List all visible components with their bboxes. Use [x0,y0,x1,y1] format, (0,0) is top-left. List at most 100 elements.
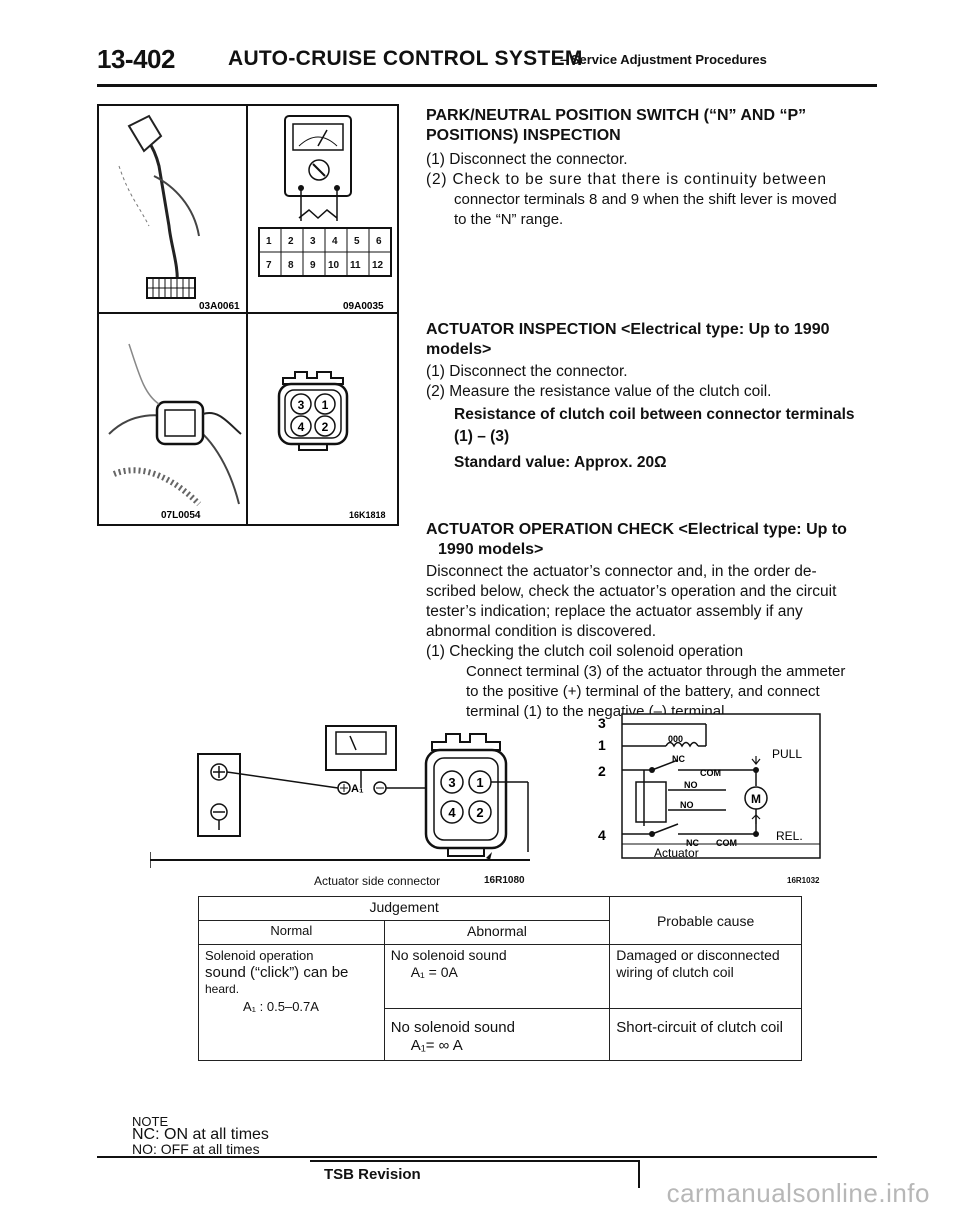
normal-cell: Solenoid operation sound (“click”) can b… [198,944,385,1061]
actuator-inspection-heading-2: models> [426,341,492,358]
actuator-inspection-step-1: (1) Disconnect the connector. [426,363,628,380]
fig1-terminal: 9 [310,260,316,271]
row1-abnormal-line: A₁ = 0A [410,964,458,980]
fig1-terminal: 12 [372,260,384,271]
ammeter-wiring-diagram: A₁ 3 1 4 2 [149,725,530,868]
fig1-terminal: 3 [310,236,316,247]
resistance-line-1: Resistance of clutch coil between connec… [454,406,855,423]
fig1-terminal: 2 [288,236,294,247]
figure-park-switch: 1 2 3 4 5 6 7 8 9 10 11 12 03A0061 09A00… [97,104,399,316]
resistance-line-2: (1) – (3) [454,428,510,445]
header-rule [97,84,877,87]
fig1-terminal: 5 [354,236,360,247]
tsb-revision-box: TSB Revision [310,1160,640,1188]
fig3-terminal: 1 [476,775,483,790]
normal-cell-line: A₁ : 0.5–0.7A [243,999,319,1014]
fig1-terminal: 10 [328,260,340,271]
fig2-terminal: 2 [322,420,329,434]
switch-label: NO [680,800,694,810]
fig1-left-code: 03A0061 [199,301,240,312]
note-title: NOTE [132,1114,169,1129]
normal-cell-line: Solenoid operation [205,948,314,963]
fig3-terminal: 4 [448,805,456,820]
footer-rule [97,1156,877,1158]
motor-label: M [751,792,761,806]
row2-cause: Short-circuit of clutch coil [609,1008,802,1061]
fig1-terminal: 11 [350,260,361,271]
fig3-caption: Actuator side connector [314,874,441,888]
actuator-operation-heading-2: 1990 models> [438,541,544,558]
figure-ammeter-wiring: A₁ 3 1 4 2 [149,712,550,872]
actuator-inspection-step-2: (2) Measure the resistance value of the … [426,383,772,400]
fig2-terminal: 3 [298,398,305,412]
actuator-pin: 4 [598,827,606,843]
probable-cause-header: Probable cause [609,896,802,945]
switch-label: COM [716,838,737,848]
page-title: AUTO-CRUISE CONTROL SYSTEM [228,47,583,70]
fig1-terminal: 1 [266,236,272,247]
park-switch-illustration: 1 2 3 4 5 6 7 8 9 10 11 12 03A0061 09A00… [118,106,392,314]
park-neutral-step-2-cont-1: connector terminals 8 and 9 when the shi… [454,191,837,208]
fig2-right-code: 16K1818 [349,510,386,520]
fig3-code: 16R1080 [484,875,525,886]
normal-header: Normal [198,920,385,945]
normal-cell-line: sound (“click”) can be [205,964,349,981]
pull-label: PULL [772,747,802,761]
park-neutral-heading-2: POSITIONS) INSPECTION [426,127,621,144]
judgement-table: Judgement Probable cause Normal Abnormal… [197,896,802,1061]
actuator-inspection-heading-1: ACTUATOR INSPECTION <Electrical type: Up… [426,321,830,338]
fig1-right-code: 09A0035 [343,301,384,312]
judgement-header: Judgement [197,896,611,921]
park-neutral-heading-1: PARK/NEUTRAL POSITION SWITCH (“N” AND “P… [426,107,807,124]
fig3-terminal: 2 [476,805,483,820]
park-neutral-step-1: (1) Disconnect the connector. [426,151,628,168]
row1-abnormal: No solenoid sound A₁ = 0A [383,944,611,1009]
fig1-terminal: 6 [376,236,382,247]
actuator-operation-para-4: abnormal condition is discovered. [426,623,657,640]
fig1-terminal: 4 [332,236,338,247]
fig2-terminal: 4 [298,420,305,434]
judgement-table-wrap: Judgement Probable cause Normal Abnormal… [197,896,802,1061]
fig1-terminal: 7 [266,260,272,271]
actuator-operation-step-1-cont-2: to the positive (+) terminal of the batt… [466,683,820,700]
row1-cause-line: wiring of clutch coil [616,964,734,980]
actuator-pin: 3 [598,715,606,731]
actuator-operation-step-1: (1) Checking the clutch coil solenoid op… [426,643,744,660]
page-subtitle: – Service Adjustment Procedures [560,52,767,67]
note-line-1: NC: ON at all times [132,1126,269,1143]
rel-label: REL. [776,829,803,843]
fig4-code: 16R1032 [787,876,820,885]
ammeter-label: A₁ [351,783,364,795]
row2-abnormal-line: No solenoid sound [390,1019,515,1036]
actuator-operation-para-3: tester’s indication; replace the actuato… [426,603,803,620]
actuator-pin: 2 [598,763,606,779]
fig2-left-code: 07L0054 [161,510,201,521]
actuator-operation-step-1-cont-1: Connect terminal (3) of the actuator thr… [466,663,846,680]
park-neutral-step-2: (2) Check to be sure that there is conti… [426,171,827,188]
tsb-revision-label: TSB Revision [324,1166,421,1183]
watermark: carmanualsonline.info [666,1178,930,1208]
actuator-schematic: 3 1 2 4 000 NC COM NO NO NC [598,713,821,860]
switch-label: NO [684,780,698,790]
abnormal-header: Abnormal [383,920,611,945]
page-number: 13-402 [97,44,175,74]
row2-abnormal: No solenoid sound A₁= ∞ A [383,1008,611,1061]
fig1-terminal: 8 [288,260,294,271]
switch-label: COM [700,768,721,778]
actuator-operation-para-2: scribed below, check the actuator’s oper… [426,583,837,600]
actuator-pin: 1 [598,737,606,753]
figure-actuator-schematic: 3 1 2 4 000 NC COM NO NO NC [596,712,824,862]
switch-label: NC [686,838,699,848]
fig3-terminal: 3 [448,775,455,790]
figure-actuator-connector: 3 1 4 2 07L0054 16K1818 [97,312,399,526]
switch-label: NC [672,754,685,764]
actuator-operation-heading-1: ACTUATOR OPERATION CHECK <Electrical typ… [426,521,847,538]
park-neutral-step-2-cont-2: to the “N” range. [454,211,564,228]
normal-cell-line: heard. [205,982,240,996]
fig2-terminal: 1 [322,398,329,412]
row1-abnormal-line: No solenoid sound [390,947,507,963]
actuator-label: Actuator [654,846,699,860]
note-line-2: NO: OFF at all times [132,1141,260,1157]
actuator-connector-illustration: 3 1 4 2 07L0054 16K1818 [108,314,386,524]
actuator-operation-para-1: Disconnect the actuator’s connector and,… [426,563,817,580]
